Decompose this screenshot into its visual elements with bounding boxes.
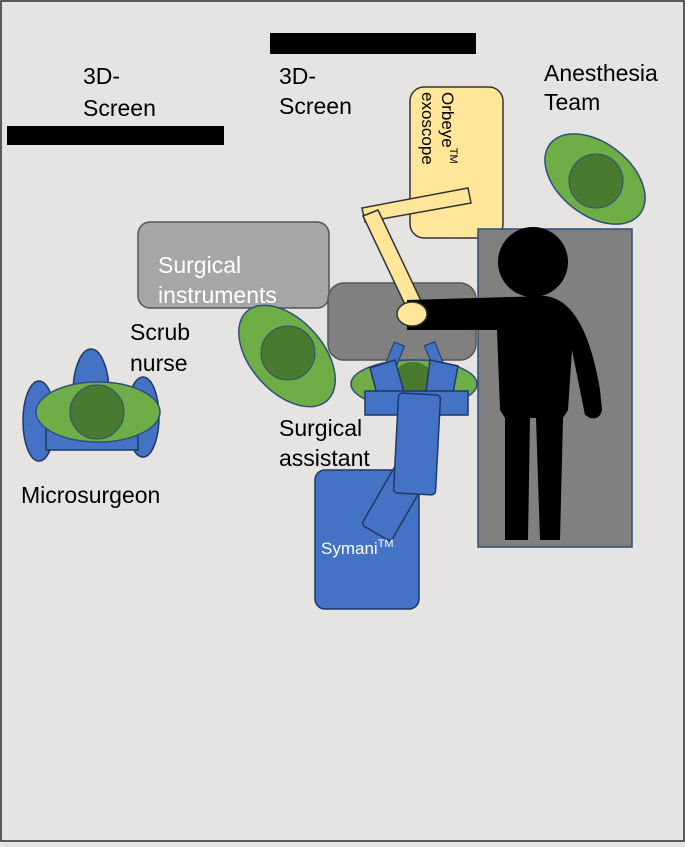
microsurgeon-label: Microsurgeon [21, 482, 160, 508]
exoscope-label-1: OrbeyeTM [438, 92, 459, 164]
instruments-label-1: Surgical [158, 252, 241, 278]
anesthesia-head [568, 153, 624, 209]
anesthesia-team-person [544, 133, 646, 225]
instruments-label-2: instruments [158, 282, 277, 308]
patient-body [407, 296, 602, 540]
assistant-label-2: assistant [279, 445, 370, 471]
screen-left-label-2: Screen [83, 95, 156, 121]
screen-center-label-2: Screen [279, 93, 352, 119]
symani-label: SymaniTM [321, 538, 394, 558]
exoscope-label: OrbeyeTM exoscope [418, 92, 459, 165]
symani-arm-column [392, 392, 442, 496]
anesthesia-label-2: Team [544, 89, 600, 115]
anesthesia-label-1: Anesthesia [544, 60, 658, 86]
exoscope-lens [396, 301, 428, 327]
scrub-label-2: nurse [130, 350, 188, 376]
3d-screen-center-bar [270, 33, 476, 54]
scrub-nurse-head [260, 325, 316, 381]
screen-center-label-1: 3D- [279, 63, 316, 89]
microsurgeon-head [69, 384, 125, 440]
exoscope-label-2: exoscope [418, 92, 437, 165]
assistant-label-1: Surgical [279, 415, 362, 441]
3d-screen-left-bar [7, 126, 224, 145]
patient-head [498, 227, 568, 297]
microsurgeon-person [35, 381, 161, 443]
screen-left-label-1: 3D- [83, 63, 120, 89]
surgical-instruments-table [137, 221, 330, 309]
symani-robot: SymaniTM [314, 392, 442, 610]
scrub-nurse-person [238, 304, 336, 408]
scrub-label-1: Scrub [130, 319, 190, 345]
exoscope-arm [361, 187, 472, 312]
patient-silhouette [407, 227, 602, 540]
